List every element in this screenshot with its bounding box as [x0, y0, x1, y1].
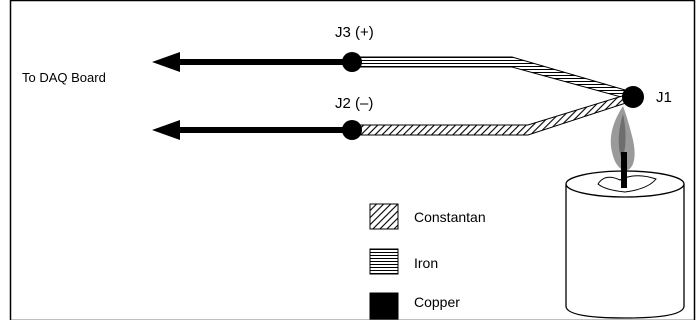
legend-swatch-iron: [369, 248, 399, 275]
legend-label-copper: Copper: [414, 294, 460, 310]
arrow-left-icon: [152, 52, 180, 72]
legend-swatch-constantan: [369, 203, 399, 230]
flame-icon: [610, 106, 635, 171]
junction-j1-label: J1: [656, 89, 672, 106]
legend-label-constantan: Constantan: [414, 209, 486, 225]
junction-j3-dot: [342, 52, 362, 72]
constantan-wire: [351, 92, 633, 136]
iron-wire: [351, 56, 633, 101]
junction-j2-dot: [342, 120, 362, 140]
top-copper-lead: [152, 52, 352, 72]
candle-wick: [621, 152, 627, 188]
arrow-left-icon: [152, 120, 180, 140]
junction-j2-label: J2 (–): [335, 95, 374, 112]
daq-board-label: To DAQ Board: [22, 70, 106, 85]
junction-j1-dot: [622, 86, 644, 108]
candle-icon: [565, 152, 685, 319]
bottom-copper-lead: [152, 120, 352, 140]
legend-label-iron: Iron: [414, 255, 439, 271]
junction-j3-label: J3 (+): [335, 24, 374, 41]
legend-swatch-copper: [369, 292, 399, 320]
diagram-border: [9, 0, 696, 320]
